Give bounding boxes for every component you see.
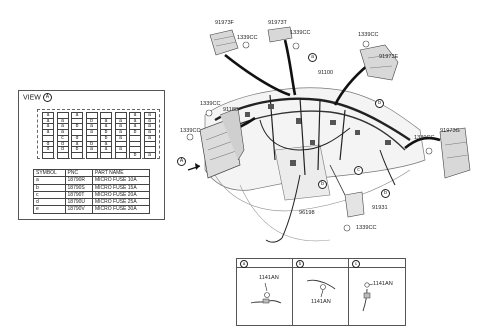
callout-1339CC-topmid: 1339CC [290, 30, 311, 36]
detail-b: b 1141AN [293, 259, 349, 325]
marker-a: a [308, 53, 317, 62]
cell-part-name: MICRO FUSE 15A [92, 183, 150, 192]
fuse-slot [85, 151, 98, 159]
detail-a: a 1141AN [237, 259, 293, 325]
view-ref-marker: A [42, 93, 52, 102]
col-header-part-name: PART NAME [92, 168, 150, 178]
cell-part-name: MICRO FUSE 10A [92, 176, 150, 185]
callout-91973G: 91973G [440, 128, 460, 134]
cell-symbol: d [33, 198, 66, 207]
cell-pnc: 18790U [64, 198, 94, 207]
callout-1339CC-top: 1339CC [237, 35, 258, 41]
callout-1339CC-left: 1339CC [200, 101, 221, 107]
callout-1339CC-farleft: 1339CC [180, 128, 201, 134]
callout-96198: 96198 [299, 210, 315, 216]
marker-b-upper: b [375, 99, 384, 108]
col-header-symbol: SYMBOL [33, 168, 66, 178]
detail-a-drawing [250, 282, 282, 304]
detail-panel: a 1141AN b 1141AN c 1141AN [236, 258, 406, 326]
callout-1339CC-farright: 1339CC [414, 135, 435, 141]
cell-pnc: 18790V [64, 205, 94, 214]
cell-pnc: 18790S [64, 183, 94, 192]
detail-c-header: c [349, 259, 405, 268]
marker-b-right: b [381, 189, 390, 198]
cell-pnc: 18790T [64, 190, 94, 200]
fuse-slot: a [143, 151, 156, 159]
marker-view-A: A [177, 157, 186, 166]
cell-symbol: b [33, 183, 66, 192]
fuse-slot [71, 151, 83, 159]
callout-91973T: 91973T [268, 20, 287, 26]
detail-b-drawing [306, 279, 336, 298]
fuse-slot [100, 151, 112, 159]
callout-91931: 91931 [372, 205, 388, 211]
cell-part-name: MICRO FUSE 30A [92, 205, 150, 214]
fuse-slot [56, 151, 69, 159]
cell-part-name: MICRO FUSE 25A [92, 198, 150, 207]
cell-symbol: e [33, 205, 66, 214]
col-header-pnc: PNC [64, 168, 94, 178]
cell-symbol: c [33, 190, 66, 200]
detail-a-marker: a [240, 260, 248, 268]
view-label: VIEW [23, 94, 41, 102]
detail-c-marker: c [352, 260, 360, 268]
marker-b-lower: b [318, 180, 327, 189]
detail-a-header: a [237, 259, 293, 268]
callout-91973E: 91973E [379, 54, 399, 60]
cell-pnc: 18790R [64, 176, 94, 185]
cell-symbol: a [33, 176, 66, 185]
callout-1339CC-bottom: 1339CC [356, 225, 377, 231]
detail-c-part: 1141AN [373, 281, 393, 287]
callout-91973F: 91973F [215, 20, 234, 26]
marker-c: c [354, 166, 363, 175]
fuse-slot [114, 151, 127, 159]
fuse-slot: b [129, 151, 141, 159]
callout-91188: 91188 [223, 107, 239, 113]
cell-part-name: MICRO FUSE 20A [92, 190, 150, 200]
detail-c: c 1141AN [349, 259, 405, 325]
detail-b-marker: b [296, 260, 304, 268]
detail-c-drawing [362, 282, 374, 312]
detail-b-header: b [293, 259, 349, 268]
fuse-slot [42, 151, 54, 159]
table-header-row: SYMBOL PNC PART NAME [33, 168, 150, 178]
detail-b-part: 1141AN [311, 299, 331, 305]
callout-1339CC-right: 1339CC [358, 32, 379, 38]
detail-a-part: 1141AN [259, 275, 279, 281]
callout-91100: 91100 [318, 70, 334, 76]
